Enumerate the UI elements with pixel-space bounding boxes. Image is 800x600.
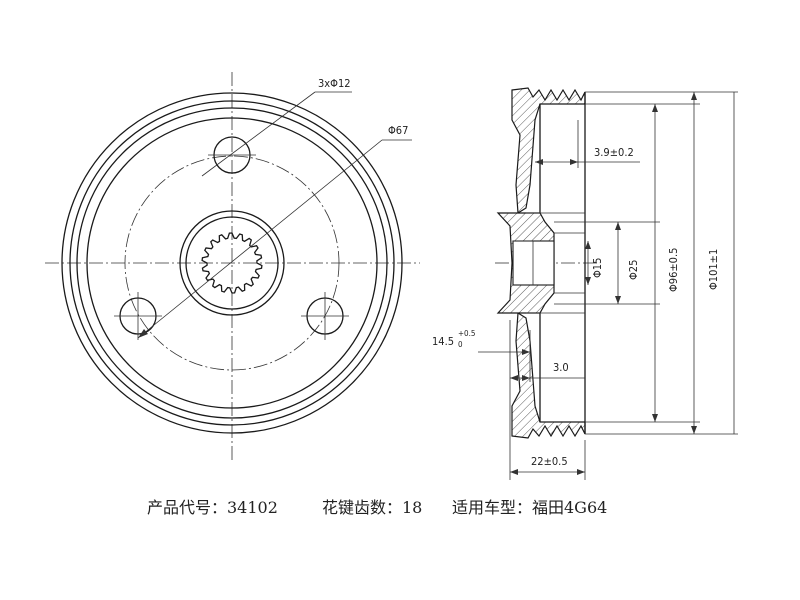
rim-circle-4	[86, 117, 378, 409]
width-label: 22±0.5	[531, 455, 568, 468]
pitch-circle	[124, 155, 340, 371]
front-view	[45, 72, 420, 460]
pcd-leader	[137, 139, 383, 339]
outer96-label: Φ96±0.5	[667, 248, 680, 292]
holes-label: 3xΦ12	[318, 77, 351, 90]
bore	[512, 240, 555, 286]
hub-inner-circle	[185, 216, 279, 310]
hub-outer-circle	[179, 210, 285, 316]
part-number-caption: 产品代号：34102	[147, 498, 278, 517]
rim-circle-3	[76, 107, 388, 419]
bore-label: Φ15	[591, 258, 604, 278]
spline-teeth	[201, 232, 263, 294]
width-tol-label: 14.5	[432, 335, 454, 348]
top-groove-section	[511, 87, 586, 215]
holes-leader	[201, 91, 316, 177]
hub-label: Φ25	[627, 260, 640, 280]
outer-rim-circle	[61, 92, 403, 434]
vehicle-caption: 适用车型：福田4G64	[452, 498, 608, 517]
rim-circle-2	[69, 100, 395, 426]
outer101-label: Φ101±1	[707, 249, 720, 290]
width-tol-sup: +0.5	[458, 329, 475, 338]
pcd-label: Φ67	[388, 124, 408, 137]
groove-depth-label: 3.9±0.2	[594, 146, 634, 159]
offset-label: 3.0	[553, 361, 569, 374]
spline-teeth-caption: 花键齿数：18	[322, 498, 423, 517]
section-view	[478, 87, 738, 480]
width-tol-sub: 0	[458, 340, 463, 349]
